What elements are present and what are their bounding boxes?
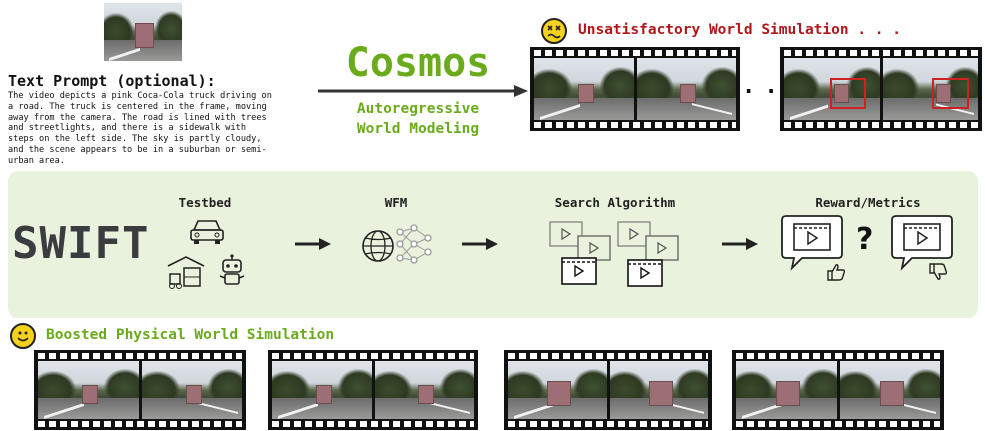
cosmos-title: Cosmos (345, 40, 491, 86)
car-icon (190, 220, 224, 244)
video-frame (141, 361, 242, 419)
pipeline-arrow (462, 238, 498, 250)
prompt-line: a road. The truck is centered in the fra… (8, 101, 267, 112)
prompt-line: urban area. (8, 155, 65, 166)
thumbs-up-icon (827, 264, 846, 281)
artifact-highlight-box (829, 77, 867, 110)
video-frame (272, 361, 372, 419)
boosted-label: Boosted Physical World Simulation (46, 327, 335, 343)
prompt-title: Text Prompt (optional): (8, 72, 216, 90)
video-frame (374, 361, 474, 419)
video-frame (38, 361, 139, 419)
artifact-highlight-box (932, 77, 969, 110)
film-strip-unsatisfactory-1 (530, 47, 740, 131)
speech-bubble-video-icon (891, 215, 953, 271)
video-frame (882, 58, 978, 120)
prompt-line: and the scene appears to be in a suburba… (8, 144, 267, 155)
film-strip-boosted-2 (268, 350, 478, 430)
input-frame-thumbnail (104, 3, 182, 61)
step-label-testbed: Testbed (178, 195, 232, 210)
dizzy-face-icon (541, 18, 567, 44)
film-strip-boosted-1 (34, 350, 246, 430)
film-strip-unsatisfactory-2 (780, 47, 982, 131)
forklift-warehouse-icon (167, 256, 205, 289)
speech-bubble-video-icon (781, 215, 843, 271)
prompt-body: The video depicts a pink Coca-Cola truck… (8, 91, 310, 167)
video-frame (636, 58, 736, 120)
globe-icon (362, 230, 394, 262)
cosmos-subtitle: Autoregressive World Modeling (318, 99, 518, 139)
video-frame (839, 361, 940, 419)
unsatisfactory-label: Unsatisfactory World Simulation . . . (578, 22, 902, 38)
prompt-line: and streetlights, and there is a sidewal… (8, 123, 246, 134)
video-frame (534, 58, 634, 120)
prompt-line: away from the camera. The road is lined … (8, 112, 267, 123)
pipeline-arrow (295, 238, 331, 250)
step-label-search-algorithm: Search Algorithm (554, 195, 676, 210)
prompt-line: The video depicts a pink Coca-Cola truck… (8, 91, 272, 101)
video-frame (609, 361, 708, 419)
video-frames-icon (549, 221, 679, 287)
prompt-line: steps on the left side. The sky is partl… (8, 134, 262, 145)
cosmos-subtitle-line1: Autoregressive (356, 101, 480, 117)
pipeline-arrow (722, 238, 758, 250)
video-frame (508, 361, 607, 419)
thumbs-down-icon (929, 263, 948, 280)
step-label-wfm: WFM (384, 195, 408, 210)
comparison-question-mark: ? (856, 222, 874, 257)
film-strip-boosted-4 (732, 350, 944, 430)
cosmos-subtitle-line2: World Modeling (356, 121, 480, 137)
video-frame (736, 361, 837, 419)
cosmos-arrow (318, 85, 528, 97)
robot-icon (219, 254, 245, 285)
step-label-reward-metrics: Reward/Metrics (815, 195, 921, 210)
video-frame (784, 58, 880, 120)
film-strip-boosted-3 (504, 350, 712, 430)
neural-network-icon (396, 224, 432, 264)
smiley-face-icon (10, 323, 36, 349)
swift-title: SWIFT (12, 218, 150, 269)
